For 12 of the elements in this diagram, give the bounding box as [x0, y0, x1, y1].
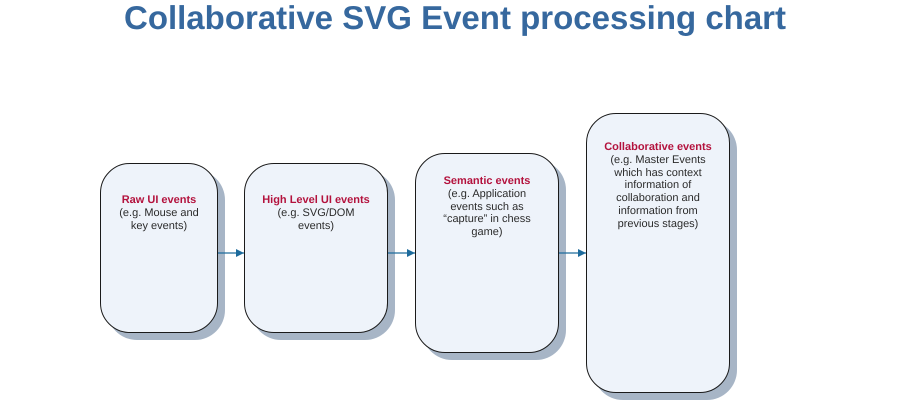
stage-description: (e.g. Mouse and key events) [118, 207, 200, 232]
stage-heading: Semantic events [444, 175, 530, 188]
arrow [388, 249, 415, 257]
stage-heading: Raw UI events [122, 194, 196, 207]
stage-description: (e.g. Application events such as “capture” in chess game) [442, 188, 532, 239]
stage-heading: Collaborative events [604, 141, 712, 154]
stage-heading: High Level UI events [262, 194, 370, 207]
arrow [559, 249, 586, 257]
stage-description: (e.g. Master Events which has context information of collaboration and information from previous stages) [609, 154, 707, 230]
stage-description: (e.g. SVG/DOM events) [276, 207, 356, 232]
chart-title: Collaborative SVG Event processing chart [122, 0, 788, 38]
arrow [218, 249, 244, 257]
